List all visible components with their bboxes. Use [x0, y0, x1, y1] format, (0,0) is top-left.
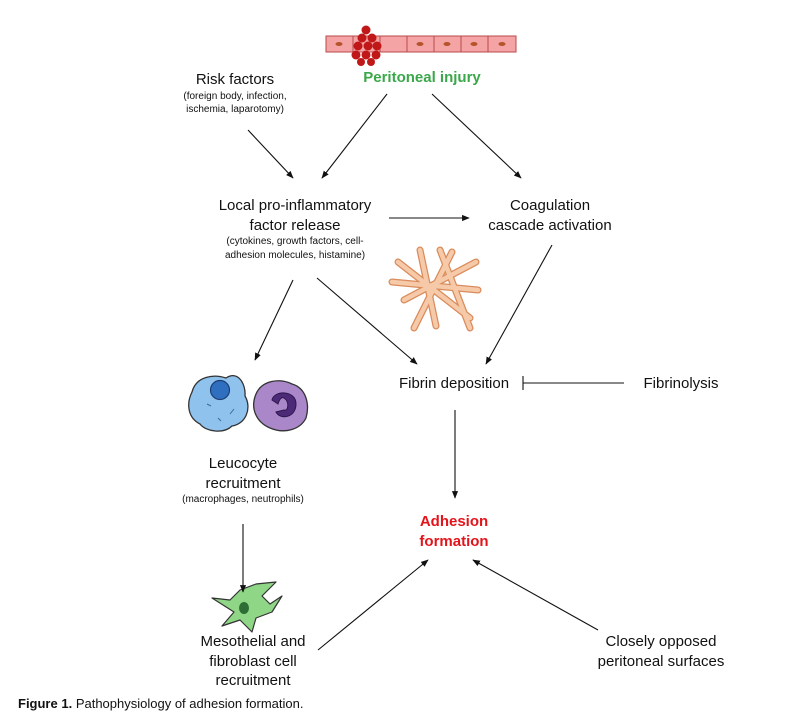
adhesion-formation-line1: Adhesion: [419, 513, 489, 530]
leucocyte-detail: (macrophages, neutrophils): [182, 494, 304, 505]
risk-factors-detail-line1: (foreign body, infection,: [183, 90, 287, 102]
mesothelial-line2: fibroblast cell: [209, 652, 297, 670]
adhesion-formation-node: Adhesion formation: [394, 512, 514, 551]
fibrin-mesh-icon: [388, 246, 482, 332]
figure-caption-text: Pathophysiology of adhesion formation.: [75, 696, 304, 711]
opposed-surfaces-line1: Closely opposed: [605, 633, 717, 650]
local-release-detail-line2: adhesion molecules, histamine): [224, 249, 366, 261]
figure-caption: Figure 1. Pathophysiology of adhesion fo…: [18, 696, 303, 711]
fibrinolysis-label: Fibrinolysis: [643, 375, 719, 392]
arrow-risk-to-release: [247, 129, 294, 179]
arrow-injury-to-coagulation: [431, 93, 522, 179]
mesothelial-line3: recruitment: [215, 672, 291, 689]
coagulation-line1: Coagulation: [509, 197, 591, 214]
coagulation-line2: cascade activation: [488, 216, 612, 234]
arrow-injury-to-release: [321, 93, 388, 179]
epithelium-with-blood-icon: [325, 25, 517, 66]
arrow-surfaces-to-adhesion: [472, 559, 599, 631]
local-release-line1: Local pro-inflammatory: [218, 197, 372, 214]
leucocyte-node: Leucocyte recruitment (macrophages, neut…: [168, 454, 318, 507]
local-release-line2: factor release: [249, 216, 341, 234]
figure-caption-label: Figure 1.: [18, 696, 73, 711]
neutrophil-icon: [253, 380, 309, 432]
local-release-node: Local pro-inflammatory factor release (c…: [200, 196, 390, 262]
risk-factors-node: Risk factors (foreign body, infection, i…: [160, 70, 310, 117]
opposed-surfaces-node: Closely opposed peritoneal surfaces: [576, 632, 746, 671]
local-release-detail-line1: (cytokines, growth factors, cell-: [226, 236, 364, 247]
leucocyte-line1: Leucocyte: [208, 455, 278, 472]
mesothelial-line1: Mesothelial and: [200, 633, 306, 650]
peritoneal-injury-label: Peritoneal injury: [363, 69, 481, 86]
fibroblast-icon: [211, 581, 283, 633]
risk-factors-detail-line2: ischemia, laparotomy): [186, 104, 284, 115]
adhesion-formation-line2: formation: [419, 532, 489, 550]
arrow-coagulation-to-fibrin: [485, 244, 553, 365]
coagulation-node: Coagulation cascade activation: [470, 196, 630, 235]
arrow-mesothelial-to-adhesion: [317, 559, 429, 651]
leucocyte-line2: recruitment: [205, 474, 281, 492]
fibrin-deposition-label: Fibrin deposition: [398, 375, 510, 392]
mesothelial-node: Mesothelial and fibroblast cell recruitm…: [178, 632, 328, 691]
opposed-surfaces-line2: peritoneal surfaces: [597, 652, 725, 670]
arrows: [239, 93, 624, 651]
macrophage-icon: [188, 375, 249, 432]
risk-factors-title: Risk factors: [195, 71, 275, 88]
arrow-release-to-leucocyte: [254, 279, 294, 361]
arrow-release-to-fibrin: [316, 277, 418, 365]
